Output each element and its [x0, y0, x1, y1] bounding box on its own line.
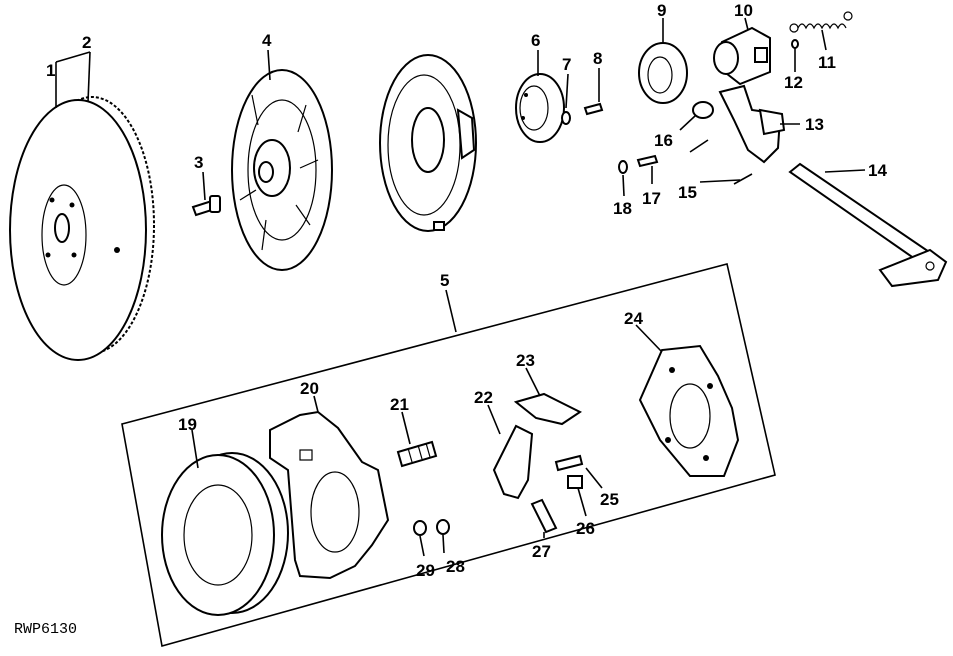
- release-hub: [515, 73, 565, 143]
- callout-17: 17: [642, 189, 661, 208]
- release-lever: [492, 424, 534, 500]
- callout-9: 9: [657, 1, 666, 20]
- callout-29: 29: [416, 561, 435, 580]
- callout-24: 24: [624, 309, 643, 328]
- callout-6: 6: [531, 31, 540, 50]
- cap-screw-3: [191, 195, 221, 217]
- callout-12: 12: [784, 73, 803, 92]
- callout-14: 14: [868, 161, 887, 180]
- roll-pins: [689, 139, 753, 185]
- release-yoke: [718, 84, 786, 164]
- clutch-disk: [231, 69, 333, 271]
- release-bearing: [638, 42, 688, 104]
- back-plate: [638, 344, 740, 477]
- callout-1: 1: [46, 61, 55, 80]
- callout-19: 19: [178, 415, 197, 434]
- pressure-plate-cover: [269, 410, 390, 580]
- callout-16: 16: [654, 131, 673, 150]
- callout-4: 4: [262, 31, 272, 50]
- callout-28: 28: [446, 557, 465, 576]
- callout-21: 21: [390, 395, 409, 414]
- pressure-plate-assembly: [379, 54, 477, 333]
- callout-2: 2: [82, 33, 91, 52]
- cap-screw-8: [583, 102, 604, 116]
- return-spring: [789, 11, 853, 33]
- kit-box: [121, 263, 776, 648]
- lever-bracket: [513, 392, 582, 426]
- washer-7: [561, 111, 571, 125]
- callout-10: 10: [734, 1, 753, 20]
- callout-8: 8: [593, 49, 602, 68]
- callout-26: 26: [576, 519, 595, 538]
- flywheel-ring-gear: [9, 96, 155, 361]
- callout-3: 3: [194, 153, 203, 172]
- cap-screw-17: [636, 154, 659, 168]
- release-shaft: [788, 162, 948, 288]
- callout-27: 27: [532, 542, 551, 561]
- bushing-16: [692, 101, 714, 119]
- leader-lines: [55, 17, 866, 557]
- cap-screw-25: [554, 454, 584, 472]
- callout-labels: 1 2 3 4 5 6 7 8 9 10 11 12 13 14 15 16 1…: [46, 1, 887, 580]
- washer-29: [413, 520, 427, 536]
- washer-18: [618, 160, 628, 174]
- clip-12: [791, 39, 799, 49]
- pressure-spring: [396, 440, 438, 468]
- callout-7: 7: [562, 55, 571, 74]
- callout-20: 20: [300, 379, 319, 398]
- block-26: [567, 475, 583, 489]
- callout-5: 5: [440, 271, 449, 290]
- nut-28: [436, 519, 450, 535]
- callout-23: 23: [516, 351, 535, 370]
- callout-11: 11: [818, 53, 836, 72]
- callout-13: 13: [805, 115, 824, 134]
- bearing-carrier: [713, 26, 771, 86]
- figure-code: RWP6130: [14, 621, 77, 638]
- bolt-27: [530, 498, 558, 534]
- callout-25: 25: [600, 490, 619, 509]
- pressure-plate-ring: [161, 452, 289, 616]
- callout-22: 22: [474, 388, 493, 407]
- callout-15: 15: [678, 183, 697, 202]
- callout-18: 18: [613, 199, 632, 218]
